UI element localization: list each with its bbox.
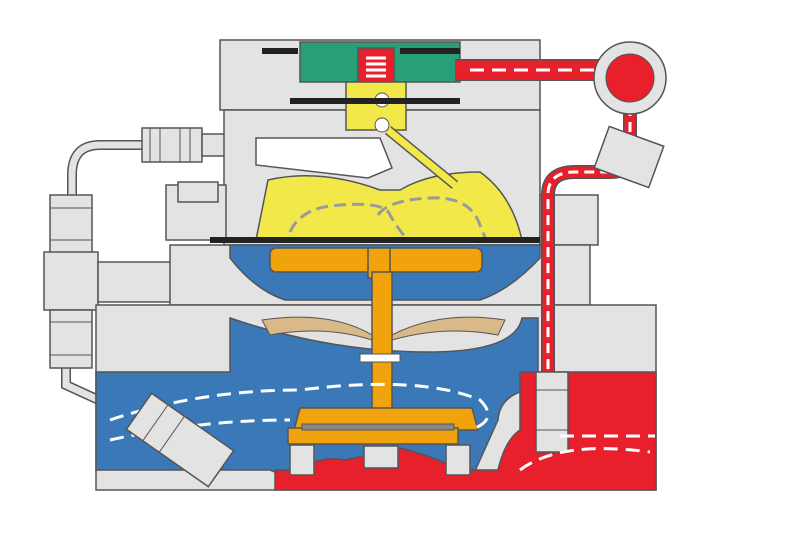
angled-fitting [125, 392, 235, 488]
pilot-valve [262, 41, 461, 189]
pipe-fitting-upper [141, 127, 203, 163]
diaphragm-plate [210, 237, 540, 243]
union-fitting-upper [49, 194, 93, 254]
union-fitting-lower [49, 309, 93, 369]
flow-indicators [109, 68, 655, 472]
valve-stem [269, 247, 483, 476]
tee-fitting [43, 251, 99, 311]
union-fitting-right [535, 371, 569, 453]
diaphragm-chamber [255, 171, 523, 241]
